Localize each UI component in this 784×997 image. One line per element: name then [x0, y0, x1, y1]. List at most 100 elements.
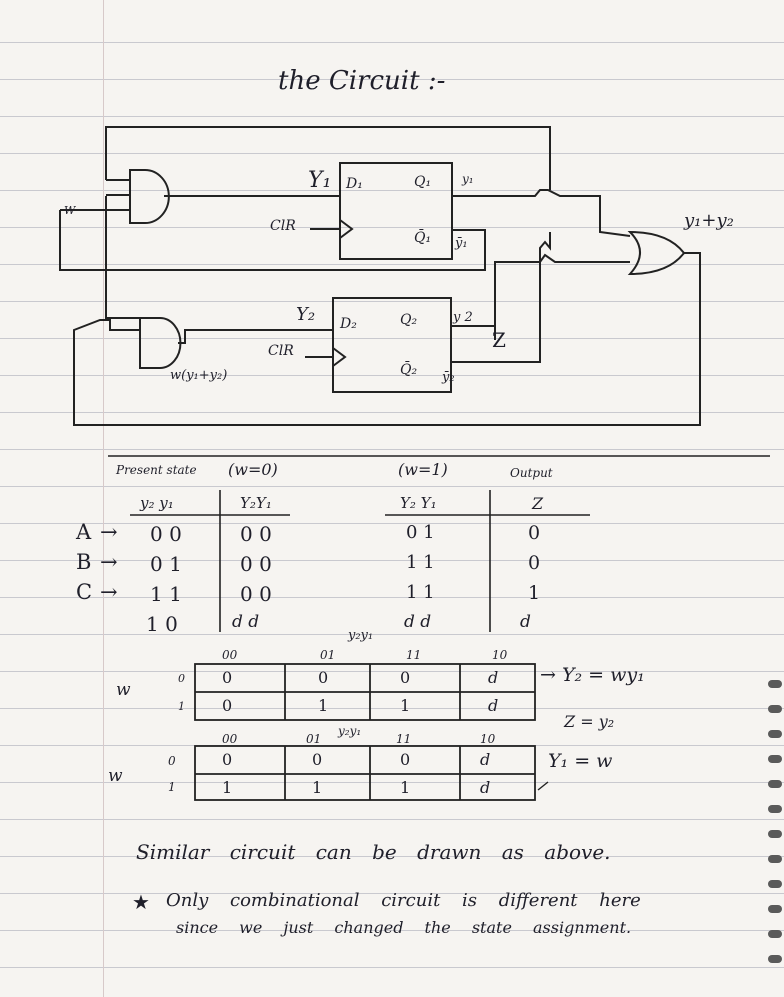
next-state-w1: 1 1	[406, 582, 435, 603]
state-name: B	[76, 550, 92, 574]
present-state-value: 0 1	[150, 552, 182, 576]
kmap1-cell: 0	[400, 668, 411, 687]
next-state-w1: d d	[404, 612, 432, 632]
kmap1-row-label: 1	[178, 700, 185, 713]
kmap1-row-label: 0	[178, 672, 185, 685]
kmap2-result: Y₁ = w	[548, 750, 613, 772]
kmap1-col-label: 10	[492, 648, 508, 662]
state-arrow: →	[100, 550, 118, 574]
kmap2-col-label: 10	[480, 732, 496, 746]
kmap2-title: y₂y₁	[338, 724, 362, 738]
kmap2-grid	[194, 745, 536, 801]
present-state-value: 0 0	[150, 522, 182, 546]
and2-output-label: w(y₁+y₂)	[170, 368, 228, 383]
Q1bar-label: Q̄₁	[414, 230, 432, 246]
state-arrow: →	[100, 580, 118, 604]
z-equation: Z = y₂	[564, 712, 615, 731]
Q2-label: Q₂	[400, 312, 418, 328]
kmap1-title: y₂y₁	[348, 628, 374, 643]
w1-col-header: Y₂ Y₁	[400, 494, 437, 512]
star-icon: ★	[132, 890, 150, 914]
next-state-w0: 0 0	[240, 522, 272, 546]
kmap2-cell: 0	[400, 750, 411, 769]
y2-label: y 2	[453, 310, 473, 325]
kmap1-cell: 1	[400, 696, 411, 715]
kmap1-cell: d	[488, 668, 499, 687]
w0-col-header: Y₂Y₁	[240, 494, 272, 512]
kmap1-cell: 0	[318, 668, 329, 687]
D1-label: D₁	[346, 176, 363, 192]
page-title: the Circuit :-	[278, 66, 446, 96]
kmap1-cell: 0	[222, 696, 233, 715]
next-state-w0: 0 0	[240, 552, 272, 576]
or-gate	[627, 230, 686, 276]
kmap1-col-label: 00	[222, 648, 238, 662]
Y1-label: Y₁	[308, 168, 332, 193]
kmap1-col-label: 01	[320, 648, 336, 662]
kmap1-cell: 0	[222, 668, 233, 687]
z-col-header: Z	[532, 494, 544, 513]
y1-label: y₁	[462, 172, 474, 186]
y2bar-label: ȳ₂	[442, 370, 455, 385]
kmap2-col-label: 00	[222, 732, 238, 746]
clock-label-2: ClR	[268, 343, 294, 359]
kmap2-cell: d	[480, 750, 491, 769]
y1bar-label: ȳ₁	[455, 236, 468, 251]
Q2bar-label: Q̄₂	[400, 362, 418, 378]
kmap2-variable: w	[108, 766, 123, 786]
flip-flop-2	[332, 297, 452, 393]
clock-label-1: ClR	[270, 218, 296, 234]
output-z: 0	[528, 522, 541, 544]
present-state-heading: Present state	[116, 463, 197, 477]
kmap2-cell: 1	[222, 778, 233, 797]
kmap1-col-label: 11	[406, 648, 422, 662]
input-w-label: W	[64, 204, 76, 217]
next-state-w1: 0 1	[406, 522, 435, 543]
next-state-w0: d d	[232, 612, 260, 632]
present-state-value: 1 0	[146, 612, 178, 636]
state-arrow: →	[100, 520, 118, 544]
kmap2-cell: d	[480, 778, 491, 797]
kmap1-variable: w	[116, 680, 131, 700]
flip-flop-1	[339, 162, 453, 260]
next-state-w0: 0 0	[240, 582, 272, 606]
ps-col-header: y₂ y₁	[140, 494, 174, 512]
spiral-binding	[764, 680, 784, 980]
kmap2-cell: 0	[222, 750, 233, 769]
note-line-2: Only combinational circuit is different …	[166, 890, 641, 911]
kmap1-cell: d	[488, 696, 499, 715]
kmap2-cell: 0	[312, 750, 323, 769]
kmap2-col-label: 11	[396, 732, 412, 746]
w0-heading: (w=0)	[228, 460, 278, 479]
D2-label: D₂	[340, 316, 357, 332]
Q1-label: Q₁	[414, 174, 432, 190]
kmap2-row-label: 0	[168, 754, 176, 768]
Z-output-label: Z	[492, 328, 506, 352]
state-name: C	[76, 580, 93, 604]
kmap2-cell: 1	[312, 778, 323, 797]
state-name: A	[76, 520, 92, 544]
and-gate-2	[139, 317, 182, 369]
kmap2-col-label: 01	[306, 732, 322, 746]
kmap2-cell: 1	[400, 778, 411, 797]
w1-heading: (w=1)	[398, 460, 448, 479]
output-heading: Output	[510, 466, 553, 480]
kmap2-row-label: 1	[168, 780, 176, 794]
output-z: d	[520, 612, 531, 632]
or-output-label: y₁+y₂	[684, 210, 734, 231]
present-state-value: 1 1	[150, 582, 182, 606]
output-z: 0	[528, 552, 541, 574]
clock-triangle-2	[332, 347, 347, 367]
output-z: 1	[528, 582, 541, 604]
Y2-label: Y₂	[296, 304, 316, 325]
note-line-3: since we just changed the state assignme…	[176, 918, 632, 937]
note-line-1: Similar circuit can be drawn as above.	[136, 840, 611, 864]
next-state-w1: 1 1	[406, 552, 435, 573]
clock-triangle-1	[339, 219, 354, 239]
kmap1-cell: 1	[318, 696, 329, 715]
kmap1-grid	[194, 663, 536, 721]
and-gate-1	[129, 169, 170, 224]
kmap1-result: → Y₂ = wy₁	[540, 664, 645, 686]
